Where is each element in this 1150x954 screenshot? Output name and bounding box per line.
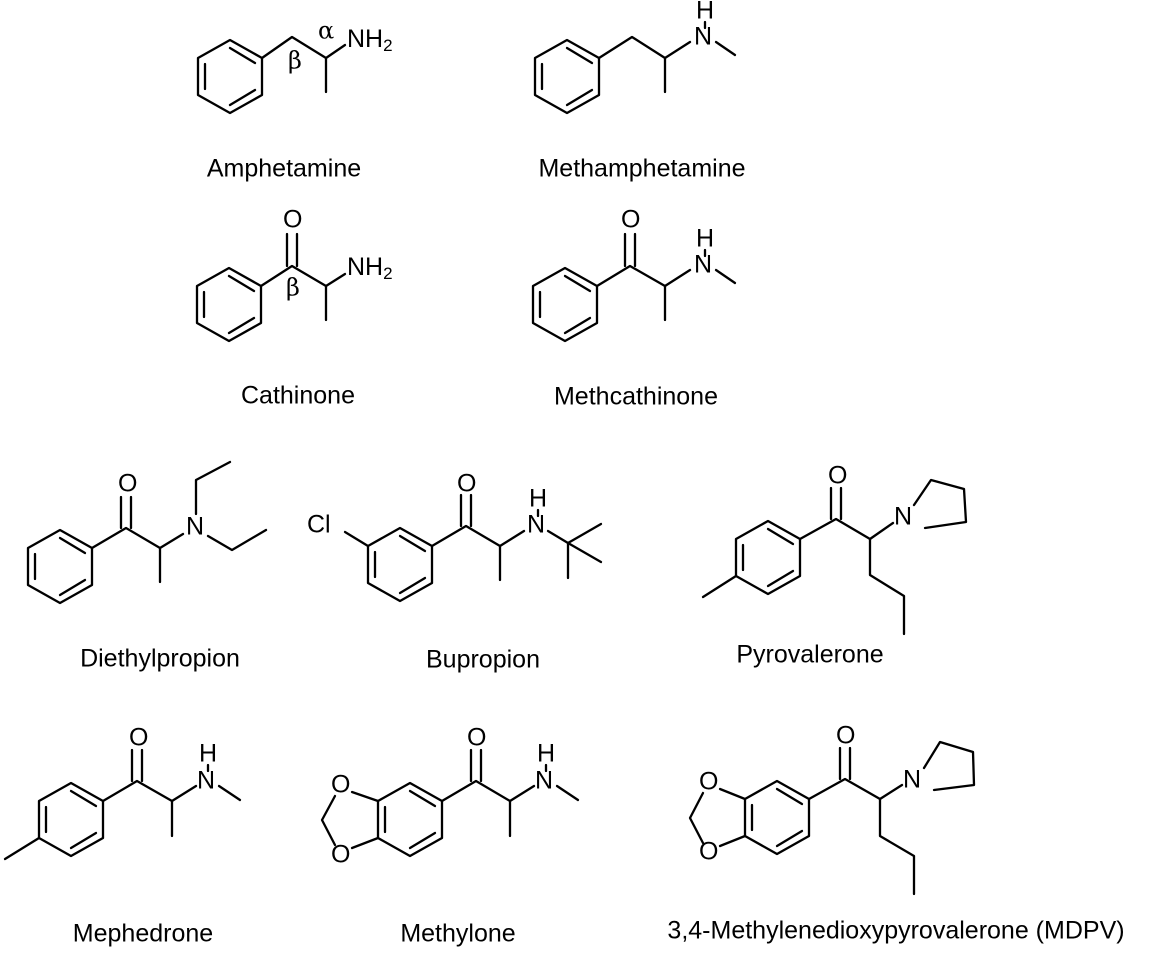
carbonyl-oxygen: O (457, 470, 476, 498)
benzene-ring (743, 779, 811, 856)
side-chain (259, 232, 347, 322)
structure-cathinone: O β NH2 Cathinone (195, 206, 393, 410)
structure-methylone: O O O H N Methylone (320, 724, 580, 948)
structure-pyrovalerone: O N Pyrovalerone (701, 462, 968, 669)
pyrrolidine-ring (912, 478, 968, 530)
side-chain (90, 460, 268, 584)
structure-mdpv: O O O N 3,4-Methylenedioxypyrovalerone (… (667, 722, 1124, 945)
dioxole-oxygen-bottom: O (699, 838, 718, 866)
structure-methcathinone: O H N Methcathinone (531, 206, 737, 411)
carbonyl-oxygen: O (828, 462, 847, 490)
nh-hydrogen: H (199, 740, 217, 768)
structure-amphetamine: β α NH2 Amphetamine (196, 17, 393, 183)
name-diethylpropion: Diethylpropion (80, 645, 240, 673)
amine-nitrogen: N (535, 767, 553, 795)
nh-hydrogen: H (529, 485, 547, 513)
dioxole-oxygen-top: O (331, 771, 350, 799)
side-chain (597, 20, 737, 94)
amine-group: NH2 (347, 25, 393, 56)
nh-hydrogen: H (696, 225, 714, 253)
name-methamphetamine: Methamphetamine (538, 155, 745, 183)
pyrrolidine-ring (922, 740, 976, 792)
name-bupropion: Bupropion (426, 646, 540, 674)
structure-diethylpropion: O N Diethylpropion (26, 460, 268, 673)
side-chain (3, 748, 242, 861)
alpha-label: α (318, 17, 334, 45)
benzene-ring (26, 528, 94, 605)
side-chain (260, 35, 347, 94)
benzene-ring (734, 519, 802, 596)
dioxole-ring (320, 790, 380, 850)
benzene-ring (195, 266, 263, 343)
benzene-ring (531, 266, 599, 343)
amine-nitrogen: N (694, 23, 712, 51)
name-pyrovalerone: Pyrovalerone (736, 641, 883, 669)
carbonyl-oxygen: O (118, 470, 137, 498)
dioxole-oxygen-top: O (699, 768, 718, 796)
dioxole-ring (688, 787, 747, 848)
carbonyl-oxygen: O (129, 724, 148, 752)
nh-hydrogen: H (696, 0, 714, 25)
pyrrolidine-nitrogen: N (903, 766, 921, 794)
carbonyl-oxygen: O (283, 206, 302, 234)
side-chain (343, 493, 603, 582)
carbonyl-oxygen: O (621, 206, 640, 234)
side-chain (440, 748, 580, 838)
nh-hydrogen: H (537, 740, 555, 768)
beta-label: β (286, 274, 300, 302)
amine-nitrogen: N (527, 511, 545, 539)
carbonyl-oxygen: O (836, 722, 855, 750)
name-methcathinone: Methcathinone (554, 383, 718, 411)
benzene-ring (376, 781, 444, 858)
structure-methamphetamine: H N Methamphetamine (533, 0, 746, 183)
structure-bupropion: Cl O H N Bupropion (307, 470, 603, 674)
carbonyl-oxygen: O (467, 724, 486, 752)
amine-group: NH2 (347, 253, 393, 284)
name-methylone: Methylone (400, 920, 515, 948)
pyrrolidine-nitrogen: N (894, 503, 912, 531)
side-chain (595, 232, 737, 322)
chlorine-atom: Cl (307, 511, 331, 539)
side-chain (807, 746, 916, 896)
amine-nitrogen: N (186, 513, 204, 541)
beta-label: β (288, 47, 302, 75)
structure-mephedrone: O H N Mephedrone (3, 724, 242, 948)
name-amphetamine: Amphetamine (207, 155, 361, 183)
amine-nitrogen: N (197, 767, 215, 795)
name-cathinone: Cathinone (241, 382, 355, 410)
name-mdpv: 3,4-Methylenedioxypyrovalerone (MDPV) (667, 917, 1124, 945)
side-chain (701, 486, 906, 636)
benzene-ring (196, 38, 264, 115)
amine-nitrogen: N (694, 251, 712, 279)
name-mephedrone: Mephedrone (73, 920, 213, 948)
benzene-ring (533, 38, 601, 115)
benzene-ring (366, 526, 434, 603)
benzene-ring (37, 781, 105, 858)
dioxole-oxygen-bottom: O (331, 841, 350, 869)
